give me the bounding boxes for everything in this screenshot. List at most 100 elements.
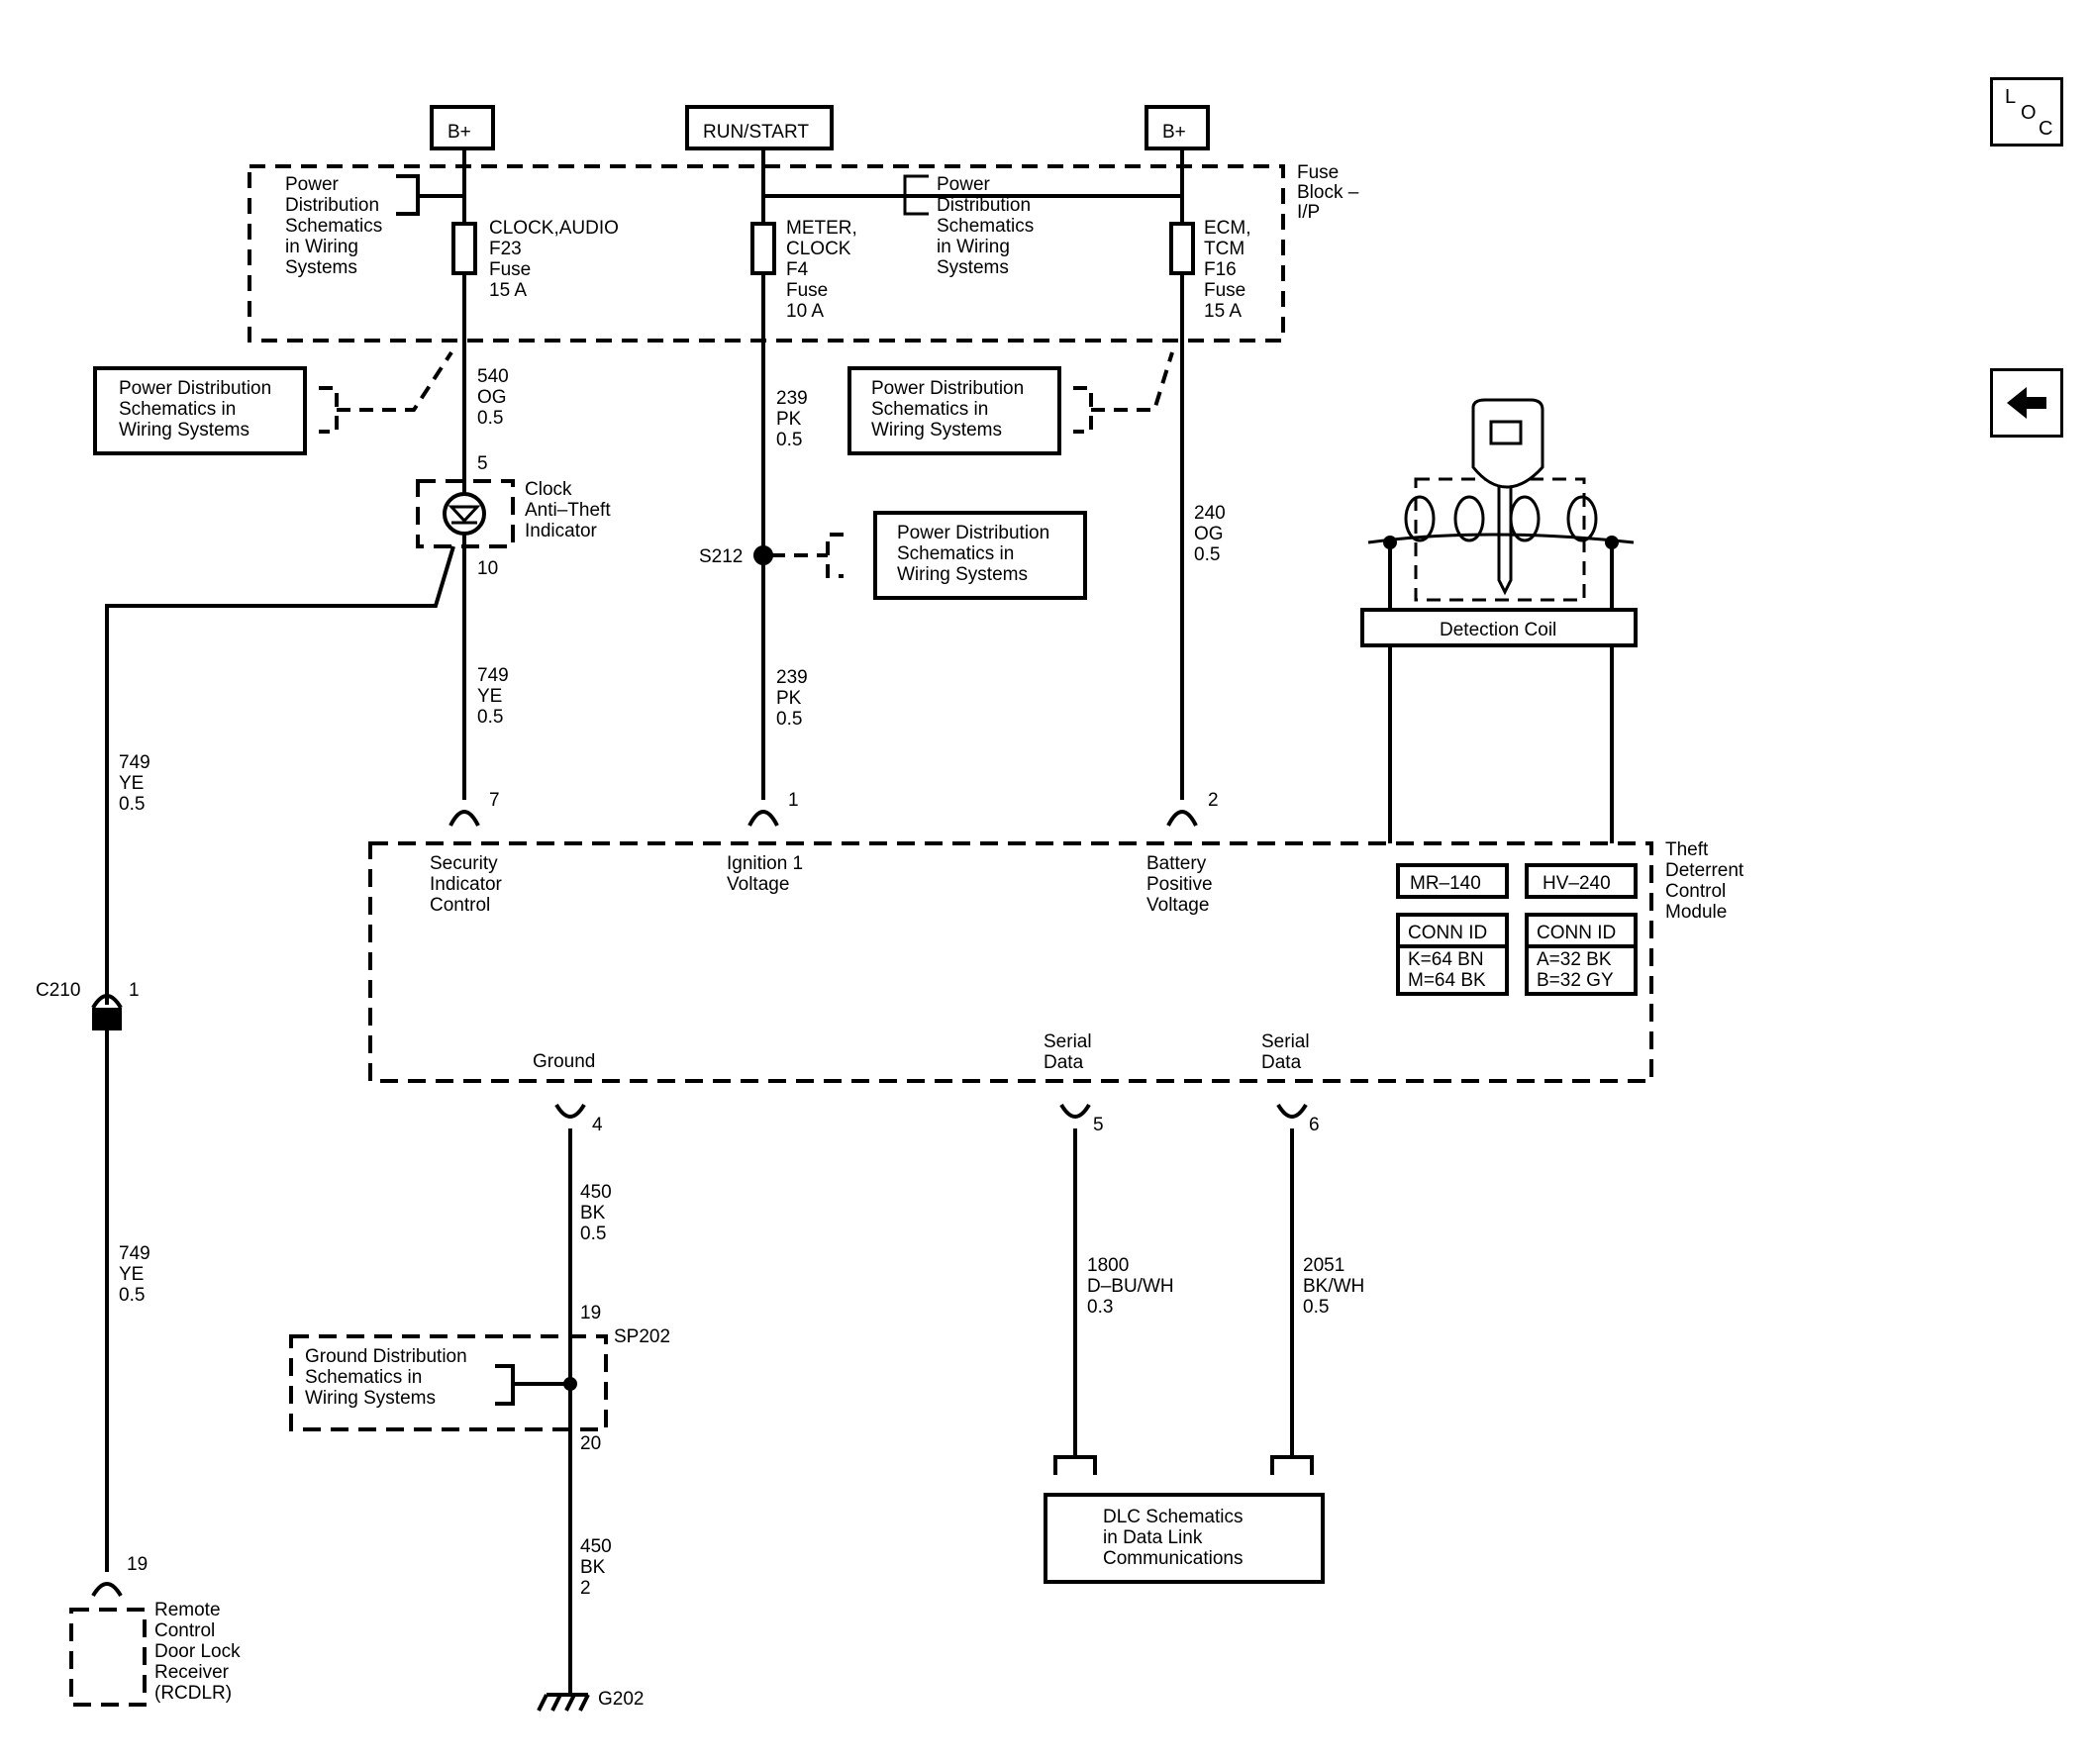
pin-20: 20: [580, 1433, 601, 1454]
dlc-box: [1044, 1493, 1325, 1584]
w1800-1: D–BU/WH: [1087, 1276, 1174, 1297]
w540-2: 0.5: [477, 408, 503, 429]
w450a-1: BK: [580, 1203, 606, 1224]
w240-1: OG: [1194, 524, 1224, 544]
w239b-0: 239: [776, 667, 808, 688]
w239b-1: PK: [776, 688, 802, 709]
w2051-2: 0.5: [1303, 1297, 1329, 1318]
clock-ind-2: Indicator: [525, 521, 598, 541]
module-name-3: Module: [1665, 902, 1727, 923]
pd-box-mid: [847, 366, 1061, 455]
w2051-1: BK/WH: [1303, 1276, 1364, 1297]
loc-letter-o: O: [2021, 102, 2037, 124]
w749a-0: 749: [477, 665, 509, 686]
ground-symbol: [537, 1693, 590, 1712]
w749b-1: YE: [119, 773, 144, 794]
fuse-f4-l2: F4: [786, 259, 809, 280]
s212-splice: [753, 545, 773, 565]
pin-5: 5: [477, 453, 488, 474]
fuse-f23-l3: 15 A: [489, 280, 527, 301]
dlc-0: DLC Schematics: [1103, 1507, 1244, 1527]
module-name-1: Deterrent: [1665, 860, 1744, 881]
pd-box-s212: [873, 511, 1087, 600]
ground-dist-box: [289, 1334, 608, 1431]
pin-19: 19: [580, 1303, 601, 1323]
fuse-f16-l3: Fuse: [1204, 280, 1245, 301]
pd-box-mid-2: Wiring Systems: [871, 420, 1002, 441]
fuse-f23-l1: F23: [489, 239, 522, 259]
ignition-0: Ignition 1: [727, 853, 803, 874]
rcdlr-2: Door Lock: [154, 1641, 241, 1662]
fuse-f4-l4: 10 A: [786, 301, 824, 322]
ignition-1: Voltage: [727, 874, 789, 895]
w1800-0: 1800: [1087, 1255, 1129, 1276]
pin-10: 10: [477, 558, 498, 579]
w450b-2: 2: [580, 1578, 591, 1599]
pd-inside-right-2: Schematics: [937, 216, 1034, 237]
rcdlr-3: Receiver: [154, 1662, 230, 1683]
serial1-0: Serial: [1044, 1031, 1092, 1052]
hv-l1: A=32 BK: [1537, 949, 1612, 970]
ground-label: Ground: [533, 1051, 595, 1072]
security-2: Control: [430, 895, 490, 916]
w239a-0: 239: [776, 388, 808, 409]
pd-inside-right-3: in Wiring: [937, 237, 1010, 257]
fuse-f16: [1169, 222, 1195, 275]
fuse-f4-l1: CLOCK: [786, 239, 851, 259]
w240-0: 240: [1194, 503, 1226, 524]
w749a-1: YE: [477, 686, 502, 707]
fuse-f16-l0: ECM,: [1204, 218, 1251, 239]
fuse-f4-l0: METER,: [786, 218, 857, 239]
bplus-right-label: B+: [1162, 122, 1186, 143]
w540-1: OG: [477, 387, 507, 408]
w450a-0: 450: [580, 1182, 612, 1203]
detection-coil-label: Detection Coil: [1440, 620, 1556, 640]
sp202-label: SP202: [614, 1326, 670, 1347]
pd-inside-left-3: in Wiring: [285, 237, 358, 257]
mr-l2: M=64 BK: [1408, 970, 1486, 991]
w749c-1: YE: [119, 1264, 144, 1285]
hv-l2: B=32 GY: [1537, 970, 1614, 991]
w749c-0: 749: [119, 1243, 150, 1264]
mr-l1: K=64 BN: [1408, 949, 1484, 970]
location-button[interactable]: L O C: [1990, 77, 2063, 147]
loc-letter-c: C: [2039, 118, 2053, 140]
rcdlr-1: Control: [154, 1620, 215, 1641]
clock-indicator-box: [416, 479, 515, 548]
bplus-right-box: [1145, 105, 1210, 150]
pin-5b: 5: [1093, 1115, 1104, 1135]
c210-pin: 1: [129, 980, 140, 1001]
fuse-f16-l2: F16: [1204, 259, 1237, 280]
w240-2: 0.5: [1194, 544, 1220, 565]
ground-dist-2: Wiring Systems: [305, 1388, 436, 1409]
dlc-1: in Data Link: [1103, 1527, 1203, 1548]
rcdlr-pin: 19: [127, 1554, 148, 1575]
pd-inside-left-4: Systems: [285, 257, 357, 278]
theft-module-outline: [368, 841, 1653, 1083]
rcdlr-box: [69, 1608, 147, 1707]
back-button[interactable]: [1990, 368, 2063, 438]
serial2-0: Serial: [1261, 1031, 1310, 1052]
w239a-2: 0.5: [776, 430, 802, 450]
battery-2: Voltage: [1146, 895, 1209, 916]
ground-dist-1: Schematics in: [305, 1367, 422, 1388]
serial2-1: Data: [1261, 1052, 1302, 1073]
w239a-1: PK: [776, 409, 802, 430]
w749c-2: 0.5: [119, 1285, 145, 1306]
dlc-2: Communications: [1103, 1548, 1244, 1569]
fuse-f4: [750, 222, 776, 275]
module-name-0: Theft: [1665, 839, 1709, 860]
security-1: Indicator: [430, 874, 503, 895]
fuse-block-l3: I/P: [1297, 202, 1320, 223]
fuse-f16-l4: 15 A: [1204, 301, 1242, 322]
pin-1: 1: [788, 790, 799, 811]
w2051-0: 2051: [1303, 1255, 1344, 1276]
clock-ind-1: Anti–Theft: [525, 500, 611, 521]
pd-box-left-1: Schematics in: [119, 399, 236, 420]
detection-coil-box: [1360, 608, 1638, 647]
fuse-f23: [451, 222, 477, 275]
rcdlr-4: (RCDLR): [154, 1683, 232, 1704]
fuse-f23-l2: Fuse: [489, 259, 531, 280]
pd-inside-right-4: Systems: [937, 257, 1009, 278]
pin-7: 7: [489, 790, 500, 811]
